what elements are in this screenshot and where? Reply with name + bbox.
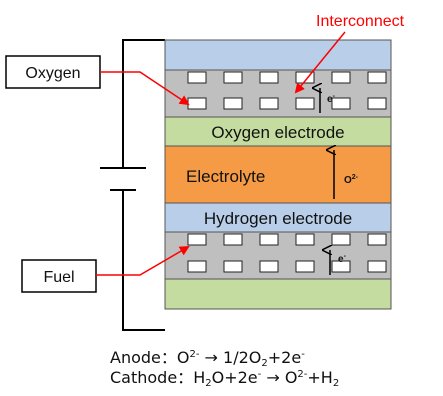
anode-equation: Anode：O2- → 1/2O2+2e- xyxy=(110,348,305,370)
electron-label-upper: e- xyxy=(327,93,336,105)
interconnect-top xyxy=(164,39,392,71)
external-circuit-wire xyxy=(122,39,165,331)
oxygen-pointer xyxy=(100,71,190,106)
cathode-equation: Cathode：H2O+2e- → O2-+H2 xyxy=(110,368,340,390)
electrolyte-layer xyxy=(164,145,392,204)
fuel-box-label: Fuel xyxy=(43,269,74,286)
bottom-layer xyxy=(164,278,392,310)
oxygen-electrode-layer xyxy=(164,116,392,147)
interconnect-pointer xyxy=(294,31,346,94)
fuel-box xyxy=(21,259,97,293)
electrolyte-label: Electrolyte xyxy=(186,167,265,186)
fuel-pointer xyxy=(96,245,190,276)
oxide-ion-label: O2- xyxy=(344,174,359,186)
oxygen-electrode-label: Oxygen electrode xyxy=(211,123,344,142)
gas-channels-top xyxy=(187,71,387,110)
oxygen-box-label: Oxygen xyxy=(25,65,80,82)
electron-label-lower: e- xyxy=(338,253,347,265)
hydrogen-electrode-layer xyxy=(164,202,392,233)
hydrogen-electrode-label: Hydrogen electrode xyxy=(204,209,352,228)
gas-channels-bottom xyxy=(187,233,387,273)
interconnect-label: Interconnect xyxy=(316,13,405,30)
oxygen-box xyxy=(5,55,101,89)
